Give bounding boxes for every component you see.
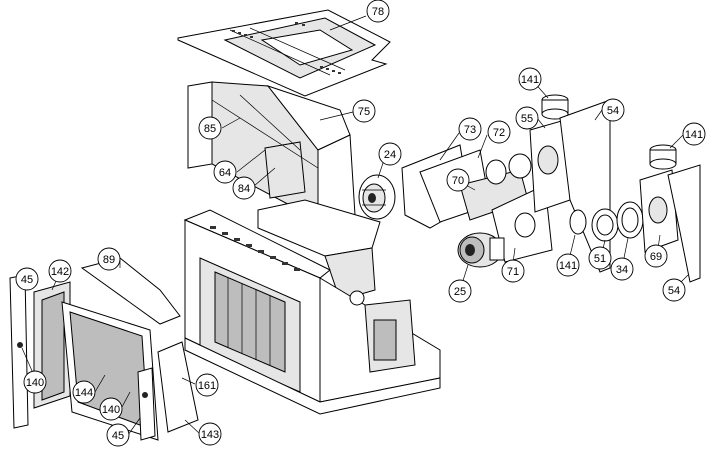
callout-64: 64 <box>213 160 237 184</box>
callout-label: 70 <box>452 175 464 187</box>
callout-label: 143 <box>201 429 219 441</box>
callout-label: 25 <box>454 286 466 298</box>
callout-label: 45 <box>21 274 33 286</box>
front-panels <box>9 257 199 441</box>
top-cover-panel <box>177 9 391 97</box>
callout-label: 72 <box>493 127 505 139</box>
vent-collar-assembly <box>529 94 701 283</box>
callout-71: 71 <box>501 259 525 283</box>
inducer-motor <box>457 232 505 268</box>
callout-label: 85 <box>204 123 216 135</box>
callout-label: 84 <box>238 183 250 195</box>
callout-label: 51 <box>594 253 606 265</box>
divider-plates <box>401 144 553 263</box>
callout-label: 73 <box>464 124 476 136</box>
callout-label: 69 <box>650 251 662 263</box>
callout-45-bottom: 45 <box>106 423 130 447</box>
callout-label: 141 <box>521 74 539 86</box>
callout-141-top: 141 <box>518 67 542 91</box>
blower-wheel <box>358 174 396 220</box>
callout-34: 34 <box>610 257 634 281</box>
callout-141-bottom: 141 <box>556 253 580 277</box>
callout-69: 69 <box>644 244 668 268</box>
callout-label: 144 <box>75 387 93 399</box>
callout-label: 89 <box>103 254 115 266</box>
callout-78: 78 <box>366 0 390 23</box>
callout-label: 141 <box>685 129 703 141</box>
callout-54-bottom: 54 <box>662 278 686 302</box>
callout-label: 141 <box>559 260 577 272</box>
callout-24: 24 <box>378 142 402 166</box>
main-cabinet <box>183 209 441 415</box>
callout-55: 55 <box>515 106 539 130</box>
callout-25: 25 <box>448 279 472 303</box>
heat-exchanger-housing <box>187 81 381 301</box>
callout-51: 51 <box>588 246 612 270</box>
callout-142: 142 <box>48 259 72 283</box>
callout-label: 55 <box>521 113 533 125</box>
callout-70: 70 <box>446 168 470 192</box>
callout-85: 85 <box>198 116 222 140</box>
callout-label: 142 <box>51 266 69 278</box>
callout-45-top: 45 <box>15 267 39 291</box>
callout-54-top: 54 <box>601 98 625 122</box>
callout-label: 71 <box>507 266 519 278</box>
callout-143: 143 <box>198 422 222 446</box>
callout-72: 72 <box>487 120 511 144</box>
callout-73: 73 <box>458 117 482 141</box>
callout-label: 45 <box>112 430 124 442</box>
callout-label: 140 <box>26 377 44 389</box>
callout-84: 84 <box>232 176 256 200</box>
callout-89: 89 <box>97 247 121 271</box>
callout-label: 34 <box>616 264 628 276</box>
callout-label: 140 <box>102 404 120 416</box>
callout-label: 78 <box>372 6 384 18</box>
callout-144: 144 <box>72 380 96 404</box>
callout-75: 75 <box>352 99 376 123</box>
callout-label: 75 <box>358 106 370 118</box>
callout-label: 64 <box>219 167 231 179</box>
callout-140-left: 140 <box>23 370 47 394</box>
callout-label: 161 <box>198 380 216 392</box>
callout-140-center: 140 <box>99 397 123 421</box>
callout-label: 54 <box>607 105 619 117</box>
callout-141-right: 141 <box>682 122 706 146</box>
callout-label: 54 <box>668 285 680 297</box>
callout-label: 24 <box>384 149 396 161</box>
callout-161: 161 <box>195 373 219 397</box>
